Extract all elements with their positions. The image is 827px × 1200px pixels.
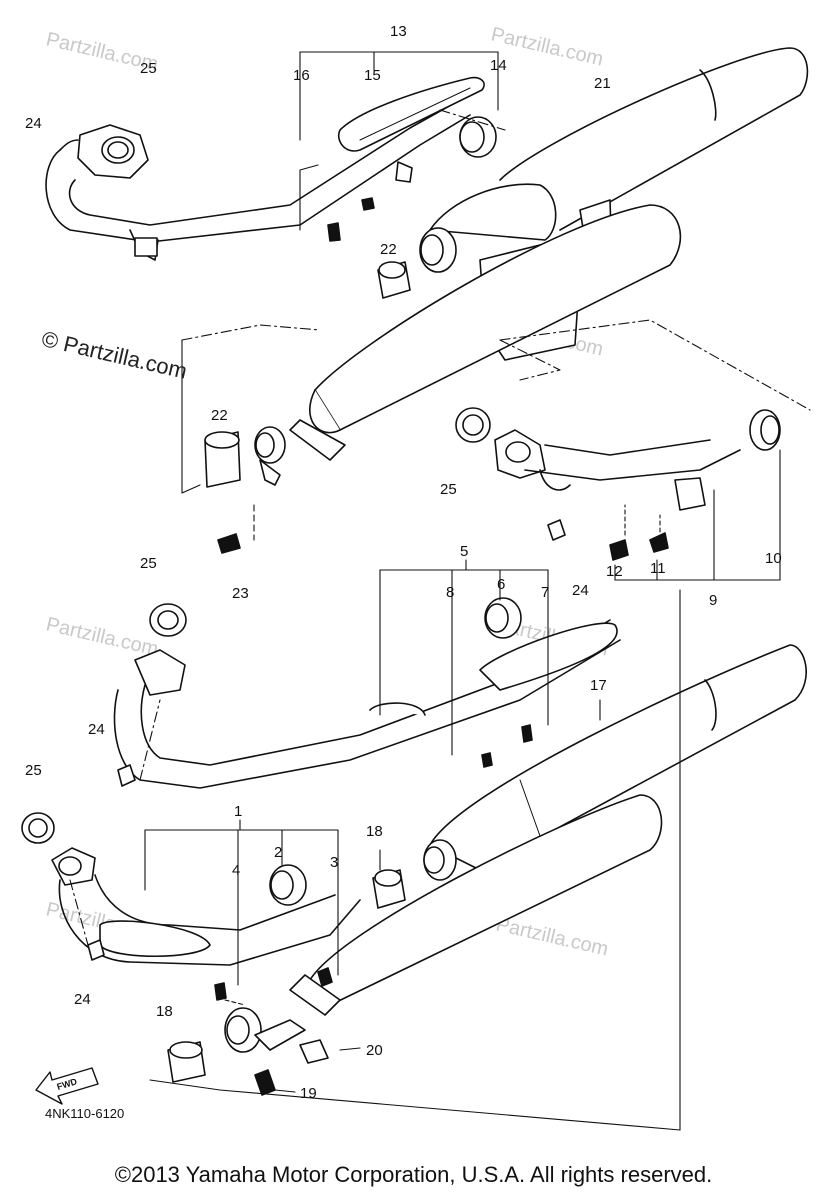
clamp-14: [459, 116, 497, 158]
callout-15: 15: [364, 67, 381, 84]
callout-25c: 25: [140, 555, 157, 572]
callout-6: 6: [497, 576, 505, 593]
diagram-code: 4NK110-6120: [45, 1106, 125, 1121]
upper-exhaust-pipe: [45, 76, 485, 261]
callout-11: 11: [650, 560, 666, 577]
callout-2: 2: [274, 844, 282, 861]
muffler-21: [254, 47, 809, 486]
muffler-17: [224, 644, 807, 1053]
leader-lines-middle: [139, 559, 681, 1131]
callout-25d: 25: [25, 762, 42, 779]
callout-1: 1: [234, 803, 242, 820]
callout-12: 12: [606, 563, 623, 580]
leader-lines-right: [614, 449, 781, 581]
callout-8: 8: [446, 584, 454, 601]
callout-17: 17: [590, 677, 607, 694]
callout-22a: 22: [380, 241, 397, 258]
callout-23: 23: [232, 585, 249, 602]
lower-small-parts: [167, 869, 406, 1096]
callout-7: 7: [541, 584, 549, 601]
callout-13: 13: [390, 23, 407, 40]
leader-lines-lower: [69, 819, 381, 1093]
callout-18a: 18: [366, 823, 383, 840]
callout-24c: 24: [88, 721, 105, 738]
lower-pipe: [21, 812, 361, 1001]
callout-18b: 18: [156, 1003, 173, 1020]
callout-22b: 22: [211, 407, 228, 424]
callout-24a: 24: [25, 115, 42, 132]
bolt-23: [217, 533, 241, 554]
sleeves-22: [204, 261, 411, 488]
callout-3: 3: [330, 854, 338, 871]
callout-25b: 25: [440, 481, 457, 498]
callout-4: 4: [232, 862, 240, 879]
middle-right-pipe: [455, 407, 781, 561]
callout-19: 19: [300, 1085, 317, 1102]
bolts-15-16: [327, 161, 413, 242]
watermark-4: Partzilla.com: [44, 613, 160, 660]
exhaust-diagram: Partzilla.com Partzilla.com Partzilla.co…: [21, 23, 811, 1131]
callout-25a: 25: [140, 60, 157, 77]
leader-lines-upper: [181, 51, 811, 541]
callout-21: 21: [594, 75, 611, 92]
parts-5-6-7-8: [481, 597, 533, 768]
callout-10: 10: [765, 550, 782, 567]
callout-9: 9: [709, 592, 717, 609]
callout-24b: 24: [572, 582, 589, 599]
callout-20: 20: [366, 1042, 383, 1059]
fwd-arrow-icon: [35, 1067, 99, 1105]
watermark-7: Partzilla.com: [494, 913, 610, 960]
callout-5: 5: [460, 543, 468, 560]
copyright-notice: ©2013 Yamaha Motor Corporation, U.S.A. A…: [114, 1162, 713, 1187]
callout-16: 16: [293, 67, 310, 84]
callout-labels: 13 16 15 14 25 24 21 22 22 25 23 24 12 1…: [25, 23, 782, 1102]
callout-14: 14: [490, 57, 507, 74]
callout-24d: 24: [74, 991, 91, 1008]
